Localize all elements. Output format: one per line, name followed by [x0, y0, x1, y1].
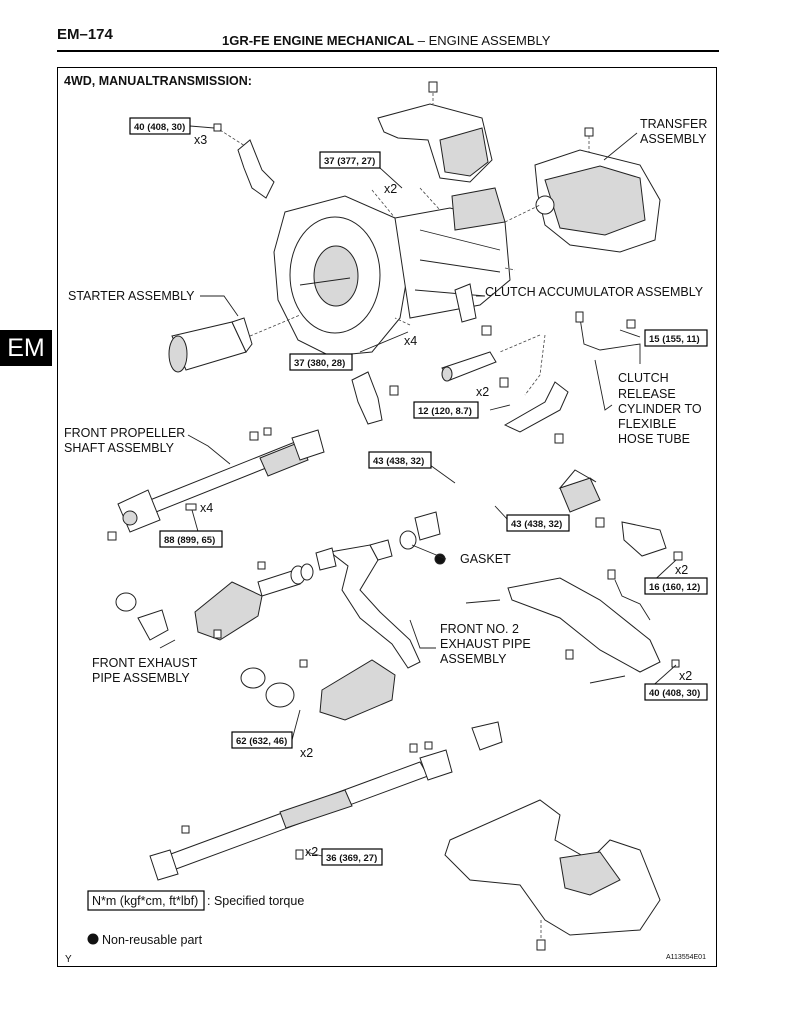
nonreusable-icon — [87, 933, 99, 945]
torque-36-text: 36 (369, 27) — [326, 853, 377, 864]
torque-37b: 37 (380, 28) — [289, 353, 353, 371]
page-code: EM–174 — [57, 26, 113, 43]
torque-40a-text: 40 (408, 30) — [134, 122, 185, 133]
torque-62-text: 62 (632, 46) — [236, 736, 287, 747]
torque-88: 88 (899, 65) — [159, 530, 223, 548]
qty-x2-f: x2 — [305, 845, 318, 859]
transfer-assembly — [534, 127, 661, 253]
header-rule — [57, 50, 719, 52]
figure-code: A113554E01 — [666, 954, 706, 961]
label-clutch-release-1: CLUTCH — [618, 371, 669, 385]
label-transfer-2: ASSEMBLY — [640, 132, 707, 146]
torque-37a-text: 37 (377, 27) — [324, 156, 375, 167]
qty-x4-b: x4 — [200, 501, 213, 515]
label-front-prop-1: FRONT PROPELLER — [64, 426, 185, 440]
torque-15-text: 15 (155, 11) — [649, 334, 700, 345]
label-clutch-release-2: RELEASE — [618, 387, 676, 401]
torque-43a: 43 (438, 32) — [368, 451, 432, 469]
torque-40a: 40 (408, 30) — [129, 117, 191, 135]
label-clutch-accumulator: CLUTCH ACCUMULATOR ASSEMBLY — [485, 285, 704, 299]
page-title-bold: 1GR-FE ENGINE MECHANICAL — [222, 33, 415, 48]
torque-40b: 40 (408, 30) — [644, 683, 708, 701]
flexible-hose-tube — [499, 311, 641, 411]
torque-16-text: 16 (160, 12) — [649, 582, 700, 593]
transmission-case — [273, 187, 511, 357]
torque-43b: 43 (438, 32) — [506, 514, 570, 532]
torque-88-text: 88 (899, 65) — [164, 535, 215, 546]
qty-x2-e: x2 — [300, 746, 313, 760]
page-title: 1GR-FE ENGINE MECHANICAL – ENGINE ASSEMB… — [222, 33, 550, 48]
footer-left: Y — [65, 954, 72, 965]
torque-37b-text: 37 (380, 28) — [294, 358, 345, 369]
torque-37a: 37 (377, 27) — [319, 151, 381, 169]
legend-torque-box: N*m (kgf*cm, ft*lbf) — [92, 894, 198, 908]
torque-43b-text: 43 (438, 32) — [511, 519, 562, 530]
torque-12: 12 (120, 8.7) — [413, 401, 479, 419]
label-front-no2-3: ASSEMBLY — [440, 652, 507, 666]
label-clutch-release-5: HOSE TUBE — [618, 432, 690, 446]
left-bracket — [213, 123, 275, 199]
torque-43a-text: 43 (438, 32) — [373, 456, 424, 467]
label-transfer-1: TRANSFER — [640, 117, 707, 131]
qty-x2-a: x2 — [384, 182, 397, 196]
front-no2-exhaust-pipe — [240, 511, 447, 721]
clutch-accumulator — [454, 283, 492, 336]
front-exhaust-pipe — [115, 561, 314, 649]
qty-x2-b: x2 — [476, 385, 489, 399]
qty-x4-a: x4 — [404, 334, 417, 348]
torque-40b-text: 40 (408, 30) — [649, 688, 700, 699]
qty-x2-d: x2 — [679, 669, 692, 683]
torque-62: 62 (632, 46) — [231, 731, 293, 749]
rear-propeller-shaft — [149, 741, 453, 881]
page-title-rest: – ENGINE ASSEMBLY — [417, 33, 551, 48]
qty-x3: x3 — [194, 133, 207, 147]
legend-torque: N*m (kgf*cm, ft*lbf) : Specified torque — [87, 890, 304, 911]
starter-assembly — [168, 295, 301, 373]
label-starter: STARTER ASSEMBLY — [68, 289, 195, 303]
label-clutch-release-3: CYLINDER TO — [618, 402, 702, 416]
torque-16: 16 (160, 12) — [644, 577, 708, 595]
under-cover — [444, 721, 661, 951]
label-front-no2-2: EXHAUST PIPE — [440, 637, 531, 651]
torque-12-text: 12 (120, 8.7) — [418, 406, 472, 417]
crossmember — [465, 469, 683, 684]
diagram-heading: 4WD, MANUALTRANSMISSION: — [64, 74, 252, 88]
label-front-exhaust-1: FRONT EXHAUST — [92, 656, 198, 670]
qty-x2-c: x2 — [675, 563, 688, 577]
clutch-release-cylinder — [389, 351, 509, 396]
torque-15: 15 (155, 11) — [644, 329, 708, 347]
upper-bracket — [377, 81, 493, 183]
front-propeller-shaft — [107, 427, 325, 541]
legend-torque-text: : Specified torque — [207, 894, 304, 908]
label-front-prop-2: SHAFT ASSEMBLY — [64, 441, 175, 455]
legend-nonreusable-text: Non-reusable part — [102, 933, 203, 947]
diagram-frame — [57, 67, 717, 967]
release-brackets — [351, 371, 569, 444]
label-front-exhaust-2: PIPE ASSEMBLY — [92, 671, 190, 685]
label-clutch-release-4: FLEXIBLE — [618, 417, 676, 431]
section-tab: EM — [0, 330, 52, 366]
torque-36: 36 (369, 27) — [321, 848, 383, 866]
label-front-no2-1: FRONT NO. 2 — [440, 622, 519, 636]
legend-nonreusable: Non-reusable part — [87, 933, 203, 947]
label-gasket: GASKET — [460, 552, 511, 566]
